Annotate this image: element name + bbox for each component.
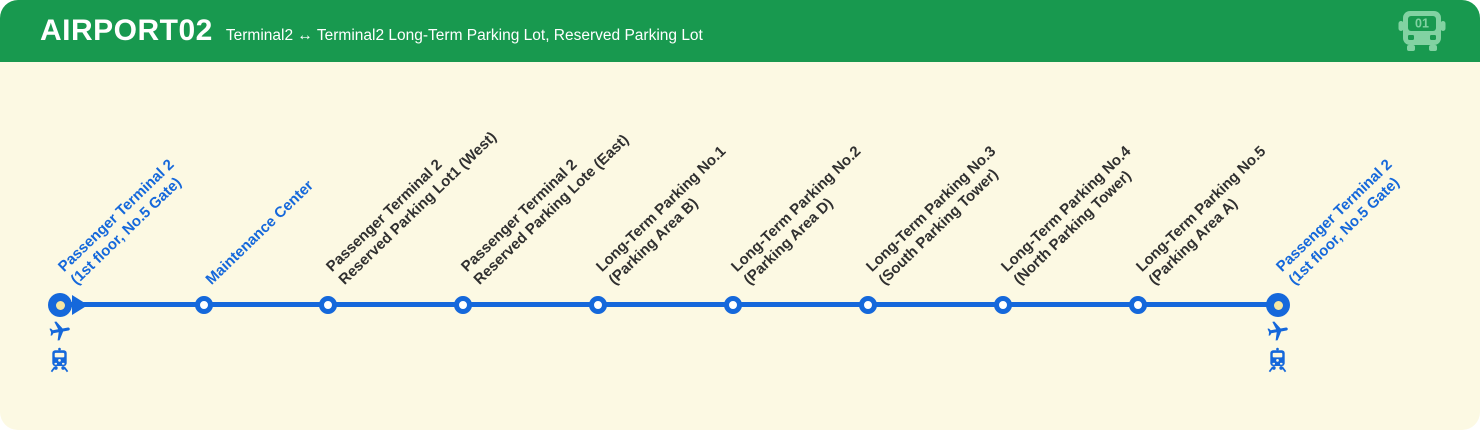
stop-marker <box>1129 296 1147 314</box>
route-description: Terminal2 ↔ Terminal2 Long-Term Parking … <box>225 27 703 44</box>
stop-label-line: Passenger Terminal 2 <box>1272 156 1396 276</box>
stop-label-line: Long-Term Parking No.2 <box>727 142 865 276</box>
stop-marker <box>319 296 337 314</box>
route-line <box>60 302 1278 307</box>
stop-marker <box>195 296 213 314</box>
stop-label-line: (Parking Area D) <box>740 194 837 289</box>
terminal-stop-marker <box>48 293 72 317</box>
stop-marker <box>589 296 607 314</box>
stop-label: Passenger Terminal 2(1st floor, No.5 Gat… <box>55 156 191 289</box>
stop-marker <box>724 296 742 314</box>
header: AIRPORT02 Terminal2 ↔ Terminal2 Long-Ter… <box>0 0 1480 62</box>
terminal-stop-marker <box>1266 293 1290 317</box>
stop-label-line: (North Parking Tower) <box>1010 167 1135 289</box>
stop-label-line: (1st floor, No.5 Gate) <box>1285 174 1403 289</box>
stop-label: Maintenance Center <box>202 177 317 289</box>
airplane-icon <box>48 319 72 345</box>
stop-marker <box>859 296 877 314</box>
stop-label: Long-Term Parking No.3(South Parking Tow… <box>863 143 1013 289</box>
stop-label: Long-Term Parking No.2(Parking Area D) <box>728 143 878 289</box>
stop-label-line: (Parking Area B) <box>605 194 702 289</box>
stop-label-line: Maintenance Center <box>202 177 317 289</box>
stop-label-line: Passenger Terminal 2 <box>54 156 178 276</box>
stop-label: Long-Term Parking No.1(Parking Area B) <box>593 143 743 289</box>
stop-label-line: Long-Term Parking No.4 <box>997 142 1135 276</box>
stop-label: Long-Term Parking No.5(Parking Area A) <box>1133 143 1283 289</box>
route-diagram: Passenger Terminal 2(1st floor, No.5 Gat… <box>0 62 1480 430</box>
airplane-icon <box>1266 319 1290 345</box>
header-titles: AIRPORT02 Terminal2 ↔ Terminal2 Long-Ter… <box>40 14 703 48</box>
stop-label-line: Long-Term Parking No.3 <box>862 142 1000 276</box>
stop-label: Long-Term Parking No.4(North Parking Tow… <box>998 143 1148 289</box>
stop-marker <box>994 296 1012 314</box>
train-icon <box>1266 347 1290 373</box>
direction-arrow-icon <box>72 295 88 315</box>
bus-number-label: 01 <box>1415 17 1429 31</box>
stop-label: Passenger Terminal 2(1st floor, No.5 Gat… <box>1273 156 1409 289</box>
train-icon <box>48 347 72 373</box>
stop-label-line: Long-Term Parking No.5 <box>1132 142 1270 276</box>
bus-icon: 01 <box>1398 10 1446 52</box>
stop-label-line: (South Parking Tower) <box>875 165 1002 289</box>
stop-label-line: Passenger Terminal 2 <box>322 156 446 276</box>
stop-label-line: (1st floor, No.5 Gate) <box>67 174 185 289</box>
route-name: AIRPORT02 <box>40 14 213 47</box>
stop-label-line: (Parking Area A) <box>1145 195 1242 289</box>
stop-marker <box>454 296 472 314</box>
